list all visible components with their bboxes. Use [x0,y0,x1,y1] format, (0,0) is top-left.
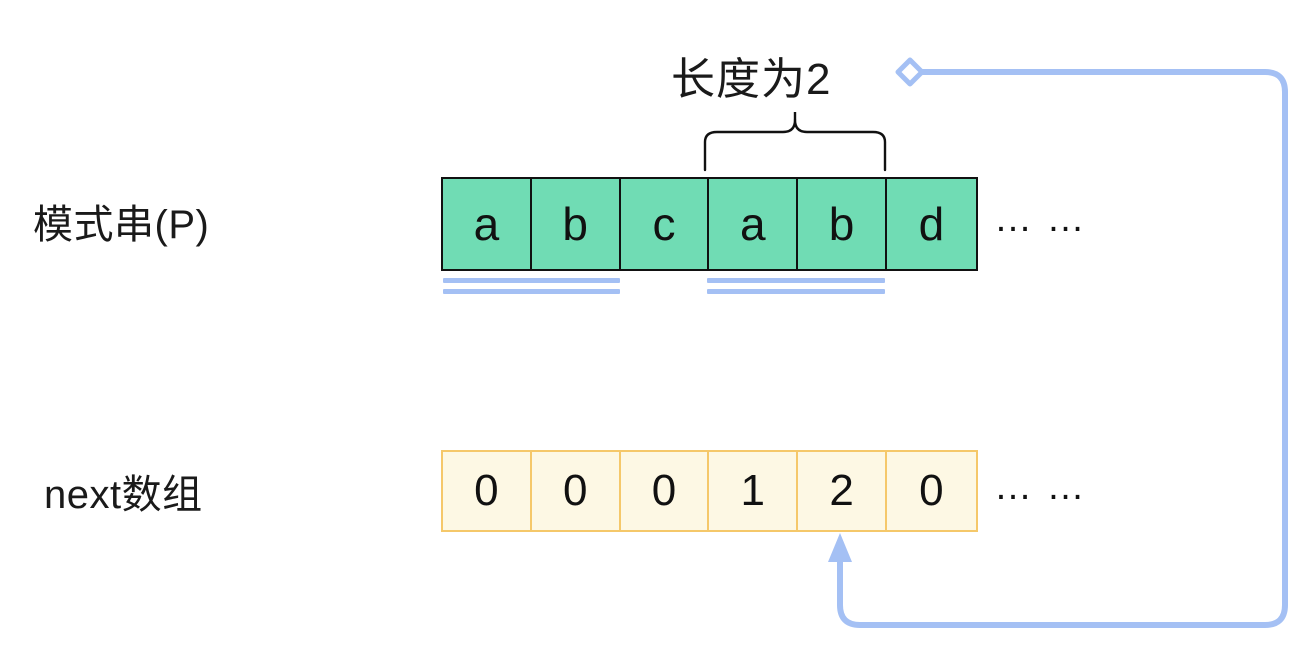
pattern-cell-5[interactable]: d [886,179,976,269]
pattern-cell-0[interactable]: a [443,179,532,269]
pattern-cell-4[interactable]: b [798,179,887,269]
pattern-string-cells: a b c a b d [441,177,978,271]
pattern-cell-1[interactable]: b [531,179,621,269]
suffix-underline-bar-1 [707,278,885,283]
next-cell-0[interactable]: 0 [443,452,532,530]
length-brace [695,110,895,172]
next-cell-3[interactable]: 1 [709,452,799,530]
next-cell-5[interactable]: 0 [886,452,976,530]
next-cell-1[interactable]: 0 [531,452,621,530]
pattern-string-ellipsis: … … [994,198,1087,240]
next-array-label: next数组 [44,473,203,517]
prefix-underline-bar-1 [443,278,620,283]
pattern-cell-2[interactable]: c [620,179,710,269]
next-array-cells: 0 0 0 1 2 0 [441,450,978,532]
suffix-underline [707,278,885,296]
length-annotation-label: 长度为2 [671,55,832,104]
prefix-underline [443,278,620,296]
suffix-underline-bar-2 [707,289,885,294]
pattern-cell-3[interactable]: a [709,179,799,269]
next-array-ellipsis: … … [994,466,1087,508]
next-cell-4[interactable]: 2 [798,452,887,530]
next-cell-2[interactable]: 0 [620,452,710,530]
prefix-underline-bar-2 [443,289,620,294]
pattern-string-label: 模式串(P) [33,203,210,247]
